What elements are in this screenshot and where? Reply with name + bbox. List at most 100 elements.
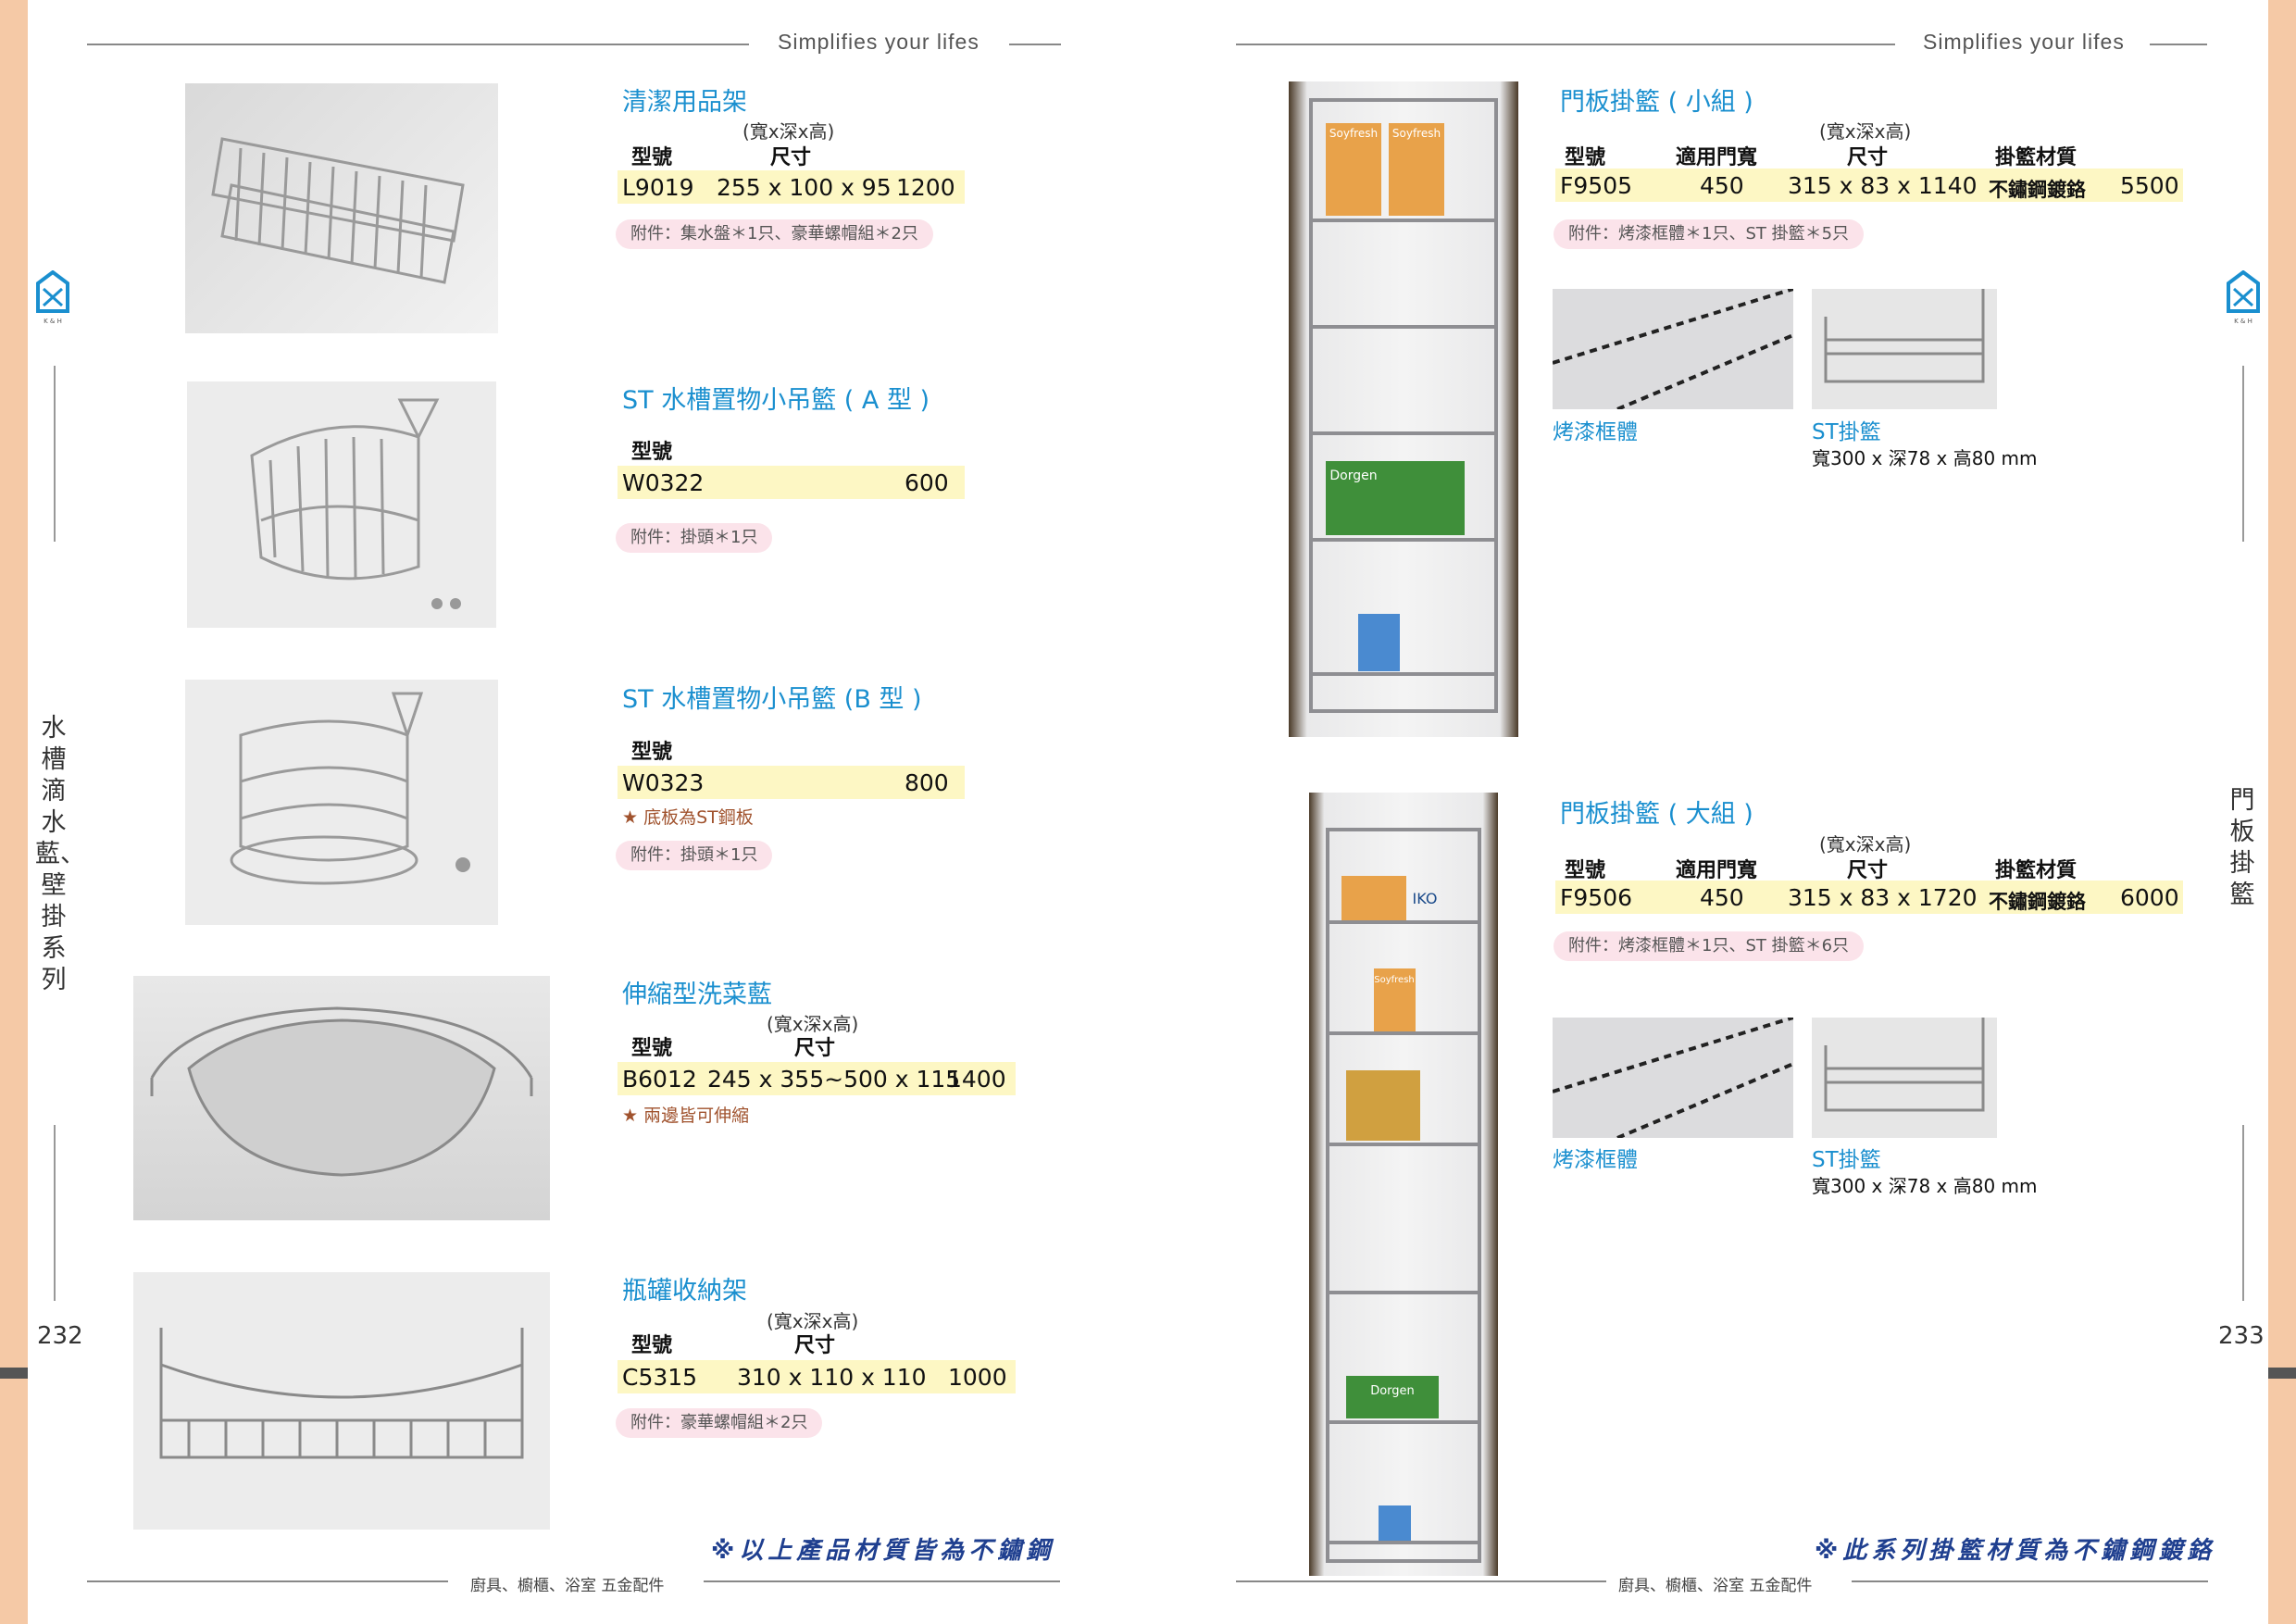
header-rule-left-b: [1009, 44, 1061, 45]
material-f9505: 不鏽鋼鍍鉻: [1989, 179, 2086, 201]
col-model-c5315: 型號: [631, 1334, 673, 1357]
size-c5315: 310 x 110 x 110: [737, 1364, 927, 1391]
dim-note-l9019: (寬x深x高): [742, 120, 835, 143]
dim-note-c5315: (寬x深x高): [767, 1310, 859, 1332]
price-f9506: 6000: [2120, 884, 2179, 911]
size-f9505: 315 x 83 x 1140: [1788, 172, 1978, 199]
frame-label-f9505: 烤漆框體: [1553, 420, 1638, 444]
product-photo-f9506: IKO Soyfresh Dorgen: [1309, 793, 1498, 1576]
brand-logo-icon-right: K & H: [2225, 269, 2262, 326]
right-page-number: 233: [2218, 1322, 2265, 1350]
model-l9019: L9019: [622, 174, 694, 201]
product-title-w0322: ST 水槽置物小吊籃 ( A 型 ): [622, 386, 930, 415]
frame-photo-f9506: [1553, 1018, 1793, 1138]
header-rule-right-a: [1236, 44, 1895, 45]
col-size-f9506: 尺寸: [1847, 859, 1889, 882]
model-w0323: W0323: [622, 769, 705, 796]
spec-row-c5315: [618, 1360, 1016, 1393]
photo-pack-text-5: Soyfresh: [1374, 975, 1415, 985]
col-model-f9506: 型號: [1565, 859, 1606, 882]
product-photo-w0322: [187, 381, 496, 628]
product-title-f9506: 門板掛籃 ( 大組 ): [1560, 800, 1753, 829]
left-rail-line-bottom: [54, 1125, 56, 1301]
basket-photo-f9505: [1812, 289, 1997, 409]
basket-dim-f9506: 寬300 x 深78 x 高80 mm: [1812, 1175, 2038, 1197]
col-door-f9506: 適用門寬: [1676, 859, 1758, 882]
header-rule-left-a: [87, 44, 749, 45]
col-material-f9505: 掛籃材質: [1995, 146, 2078, 169]
price-w0322: 600: [905, 469, 949, 496]
footer-rule-left-a: [87, 1580, 448, 1582]
product-title-c5315: 瓶罐收納架: [622, 1277, 747, 1305]
model-f9505: F9505: [1560, 172, 1633, 199]
price-b6012: 1400: [947, 1066, 1006, 1093]
left-bottom-note: ※以上產品材質皆為不鏽鋼: [711, 1537, 1055, 1565]
svg-text:K & H: K & H: [2234, 318, 2252, 325]
right-bottom-note: ※此系列掛籃材質為不鏽鋼鍍鉻: [1815, 1537, 2216, 1565]
right-rail-line-top: [2242, 366, 2244, 542]
product-photo-b6012: [133, 976, 550, 1220]
product-photo-l9019: [185, 83, 498, 333]
photo-pack-text-6: Dorgen: [1370, 1384, 1415, 1398]
spec-row-w0323: [618, 766, 965, 799]
spec-row-f9505: [1555, 169, 2183, 202]
accessory-f9506: 附件：烤漆框體＊1只、ST 掛籃＊6只: [1554, 931, 1865, 961]
door-f9505: 450: [1700, 172, 1744, 199]
basket-label-f9505: ST掛籃: [1812, 420, 1881, 444]
brand-logo-icon: K & H: [34, 269, 71, 326]
accessory-w0323: 附件：掛頭＊1只: [616, 841, 773, 870]
footer-rule-right-a: [1236, 1580, 1606, 1582]
model-w0322: W0322: [622, 469, 705, 496]
model-b6012: B6012: [622, 1066, 697, 1093]
accessory-c5315: 附件：豪華螺帽組＊2只: [616, 1408, 823, 1438]
col-door-f9505: 適用門寬: [1676, 146, 1758, 169]
left-rail-line-top: [54, 366, 56, 542]
footer-rule-right-b: [1852, 1580, 2208, 1582]
photo-pack-text-4: IKO: [1413, 890, 1438, 907]
col-material-f9506: 掛籃材質: [1995, 859, 2078, 882]
footer-text-left: 廚具、櫥櫃、浴室 五金配件: [470, 1577, 665, 1595]
right-rail-line-bottom: [2242, 1125, 2244, 1301]
star-note-w0323: ★ 底板為ST鋼板: [622, 807, 754, 828]
frame-label-f9506: 烤漆框體: [1553, 1148, 1638, 1172]
col-model-w0322: 型號: [631, 441, 673, 464]
right-page-edge: [2268, 0, 2296, 1624]
product-photo-w0323: [185, 680, 498, 925]
product-photo-c5315: [133, 1272, 550, 1530]
size-f9506: 315 x 83 x 1720: [1788, 884, 1978, 911]
photo-pack-text-3: Dorgen: [1329, 468, 1377, 483]
spec-row-l9019: [618, 170, 965, 204]
col-size-l9019: 尺寸: [770, 146, 812, 169]
product-title-w0323: ST 水槽置物小吊籃 (B 型 ): [622, 685, 922, 714]
product-title-b6012: 伸縮型洗菜藍: [622, 981, 772, 1009]
model-c5315: C5315: [622, 1364, 698, 1391]
col-model-l9019: 型號: [631, 146, 673, 169]
col-model-w0323: 型號: [631, 741, 673, 764]
basket-dim-f9505: 寬300 x 深78 x 高80 mm: [1812, 447, 2038, 469]
price-w0323: 800: [905, 769, 949, 796]
price-l9019: 1200: [896, 174, 955, 201]
right-vertical-title: 門板掛籃: [2229, 786, 2255, 909]
col-model-b6012: 型號: [631, 1037, 673, 1060]
accessory-f9505: 附件：烤漆框體＊1只、ST 掛籃＊5只: [1554, 219, 1865, 249]
tagline-left: Simplifies your lifes: [778, 30, 980, 54]
left-page-edge: [0, 0, 28, 1624]
photo-pack-text-1: Soyfresh: [1329, 127, 1378, 140]
footer-rule-left-b: [704, 1580, 1060, 1582]
size-b6012: 245 x 355~500 x 115: [707, 1066, 961, 1093]
accessory-l9019: 附件：集水盤＊1只、豪華螺帽組＊2只: [616, 219, 933, 249]
col-size-c5315: 尺寸: [794, 1334, 836, 1357]
tagline-right: Simplifies your lifes: [1923, 30, 2125, 54]
star-note-b6012: ★ 兩邊皆可伸縮: [622, 1106, 750, 1126]
dim-note-b6012: (寬x深x高): [767, 1013, 859, 1035]
header-rule-right-b: [2150, 44, 2207, 45]
photo-pack-text-2: Soyfresh: [1392, 127, 1441, 140]
footer-text-right: 廚具、櫥櫃、浴室 五金配件: [1618, 1577, 1813, 1595]
price-f9505: 5500: [2120, 172, 2179, 199]
left-edge-marker: [0, 1368, 28, 1379]
svg-text:K & H: K & H: [44, 318, 62, 325]
door-f9506: 450: [1700, 884, 1744, 911]
size-l9019: 255 x 100 x 95: [717, 174, 892, 201]
col-size-f9505: 尺寸: [1847, 146, 1889, 169]
product-title-f9505: 門板掛籃 ( 小組 ): [1560, 88, 1753, 117]
